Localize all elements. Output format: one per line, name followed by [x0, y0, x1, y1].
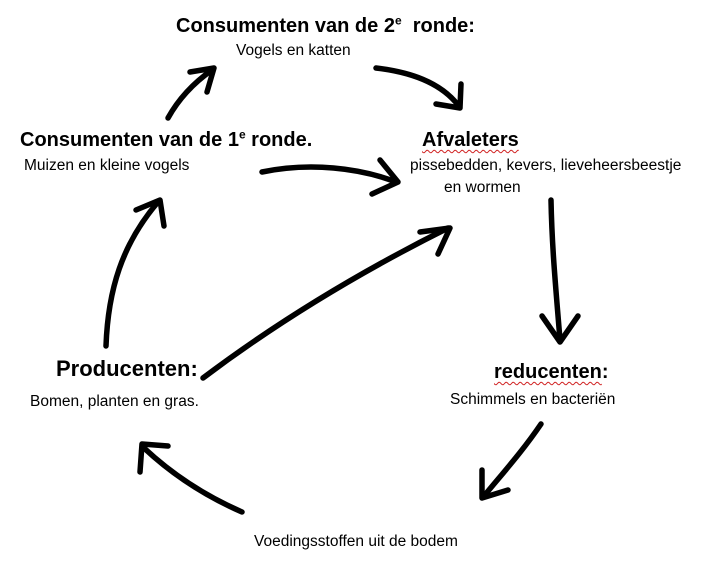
- title-text: Consumenten van de 1: [20, 129, 239, 151]
- node-label-nutrients: Voedingsstoffen uit de bodem: [254, 533, 458, 550]
- title-text-suffix: ronde:: [401, 15, 475, 37]
- arrow-reducers-to-nutrients: [479, 421, 544, 501]
- title-text: reducenten: [494, 361, 602, 383]
- node-desc-consumers-2: Vogels en katten: [236, 42, 351, 59]
- title-text: Consumenten van de 2: [176, 15, 395, 37]
- node-desc-consumers-1: Muizen en kleine vogels: [24, 157, 190, 174]
- arrow-consumers2-to-decomposers: [373, 65, 464, 111]
- node-title-decomposers: Afvaleters: [422, 129, 519, 151]
- arrow-consumers1-to-decomposers: [259, 157, 401, 197]
- arrow-consumers1-to-consumers2: [165, 65, 217, 121]
- arrow-nutrients-to-producers: [137, 441, 245, 515]
- node-desc-reducers: Schimmels en bacteriën: [450, 391, 616, 408]
- node-title-consumers-1: Consumenten van de 1e ronde.: [20, 127, 313, 151]
- arrow-producers-to-consumers1: [103, 197, 167, 349]
- title-text: Producenten: [56, 356, 191, 381]
- node-desc-decomposers-line2: en wormen: [444, 179, 521, 196]
- node-title-reducers: reducenten:: [494, 362, 608, 382]
- arrow-producers-to-decomposers: [200, 225, 453, 381]
- title-colon: :: [190, 356, 198, 381]
- title-superscript: e: [238, 127, 246, 142]
- title-text-suffix: ronde.: [245, 129, 313, 151]
- node-desc-decomposers-line1: pissebedden, kevers, lieveheersbeestje: [410, 157, 682, 174]
- node-desc-producers: Bomen, planten en gras.: [30, 393, 199, 410]
- arrow-decomposers-to-reducers: [539, 197, 581, 345]
- node-title-producers: Producenten:: [56, 358, 198, 380]
- title-superscript: e: [394, 13, 402, 28]
- node-title-consumers-2: Consumenten van de 2e ronde:: [176, 13, 475, 37]
- title-colon: :: [601, 361, 609, 383]
